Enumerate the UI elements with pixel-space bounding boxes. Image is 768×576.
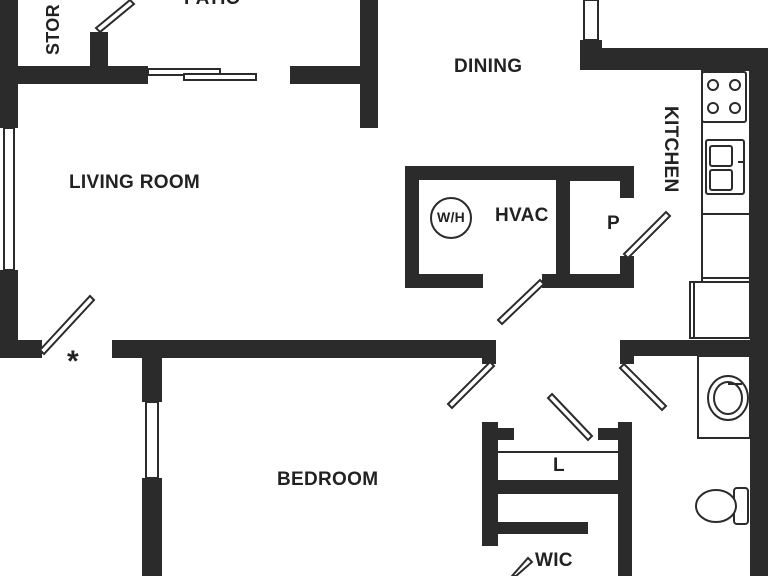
door-storage — [94, 0, 136, 34]
wall-pantry-bottom — [542, 274, 634, 288]
wall-storage-top-horizontal — [0, 66, 148, 84]
door-bedroom — [446, 360, 496, 410]
wall-left-upper — [0, 0, 18, 128]
wall-bedroom-left-upper — [142, 340, 162, 402]
door-front-entry — [38, 294, 96, 356]
wall-bedroom-top-right-post — [482, 340, 496, 364]
door-hvac — [496, 278, 546, 326]
wall-wic-top — [498, 522, 588, 534]
kitchen-sink-icon — [705, 139, 745, 195]
toilet-icon — [695, 487, 749, 525]
wall-closet-top-left — [482, 428, 514, 440]
shelves — [498, 179, 620, 453]
wall-left-corner — [0, 340, 42, 358]
bath-fixtures — [695, 355, 751, 525]
door-bath — [618, 362, 668, 412]
wall-bedroom-left-lower — [142, 478, 162, 576]
door-linen — [546, 392, 594, 442]
patio-sliding-door — [147, 68, 257, 81]
door-wic — [510, 556, 534, 576]
wall-hvac-top — [405, 166, 633, 180]
refrigerator — [701, 213, 751, 279]
patio-label: PATIO — [184, 0, 241, 10]
wic-label: WIC — [535, 550, 573, 571]
wall-right-exterior — [750, 48, 768, 576]
wall-bath-top-post — [620, 340, 634, 364]
wall-hvac-bottom — [405, 274, 483, 288]
storage-label: STOR — [43, 4, 63, 55]
bath-sink-icon — [707, 375, 749, 421]
door-swings — [38, 0, 672, 576]
wall-pantry-right-bottom — [620, 256, 634, 288]
window-dining-top — [583, 0, 599, 41]
wall-dining-top — [580, 48, 768, 70]
windows — [3, 0, 599, 479]
wall-bedroom-top — [112, 340, 496, 358]
window-living-room-left — [3, 127, 15, 271]
wall-bath-top — [620, 340, 768, 356]
wall-linen-bottom — [482, 480, 632, 494]
pantry-label: P — [607, 213, 620, 234]
stove-icon — [701, 71, 747, 123]
smoke-detector-icon: * — [67, 345, 79, 378]
wall-hvac-pantry-divider — [556, 166, 570, 288]
wall-patio-right-vertical — [360, 0, 378, 128]
wall-dining-top-post — [580, 40, 602, 70]
living-room-label: LIVING ROOM — [69, 172, 201, 193]
hvac-label: HVAC — [495, 205, 549, 226]
wall-storage-post — [90, 32, 108, 84]
dining-label: DINING — [454, 56, 523, 77]
wall-pantry-right-top — [620, 166, 634, 198]
window-bedroom-left — [145, 401, 159, 479]
bedroom-label: BEDROOM — [277, 469, 379, 490]
sliding-door-panel-2 — [183, 73, 257, 81]
linen-label: L — [553, 455, 565, 476]
wall-closet-right — [618, 422, 632, 576]
dishwasher-counter — [689, 281, 751, 339]
wall-patio-right-segment — [290, 66, 378, 84]
wall-hvac-left — [405, 166, 419, 288]
kitchen-fixtures — [689, 69, 751, 339]
door-pantry — [622, 210, 672, 260]
water-heater-label: W/H — [436, 209, 466, 225]
water-heater-symbol — [430, 197, 472, 239]
wall-left-lower — [0, 270, 18, 358]
kitchen-label: KITCHEN — [660, 106, 681, 193]
